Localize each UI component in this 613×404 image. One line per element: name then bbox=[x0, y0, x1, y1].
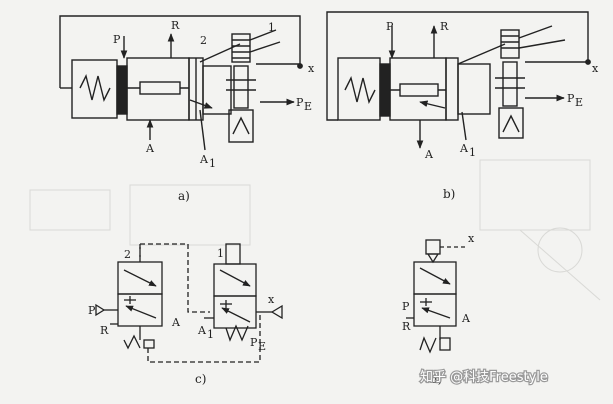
fig-a-port-pe-sub: E bbox=[304, 100, 312, 113]
feedback-pipe-a bbox=[59, 15, 301, 88]
fig-b-label-a1: A bbox=[459, 142, 469, 155]
fig-b-port-x: x bbox=[592, 62, 599, 75]
figure-d-labels: x P R A d) bbox=[402, 232, 475, 386]
fig-d-port-x: x bbox=[468, 232, 475, 245]
fig-c-caption: c) bbox=[195, 372, 206, 386]
fig-b-label-a1-sub: 1 bbox=[469, 146, 476, 159]
fig-c-port-pe-sub: E bbox=[258, 340, 266, 353]
fig-c-label-2: 2 bbox=[124, 248, 131, 261]
fig-a-label-a1: A bbox=[199, 153, 209, 166]
fig-c-label-1: 1 bbox=[217, 247, 224, 260]
fig-c-label-a1-sub: 1 bbox=[207, 328, 214, 341]
fig-a-label-2: 2 bbox=[200, 34, 207, 47]
watermark-text: 知乎 @科技Freestyle bbox=[420, 369, 548, 385]
figure-a-labels: P R 2 1 x A A 1 P E a) bbox=[113, 19, 315, 203]
fig-d-caption: d) bbox=[430, 372, 442, 386]
fig-a-port-p: P bbox=[113, 33, 121, 46]
fig-c-port-x: x bbox=[268, 293, 275, 306]
fig-c-port-a: A bbox=[171, 316, 181, 329]
fig-c-port-r: R bbox=[100, 324, 109, 337]
figure-c-labels: 2 1 P R A A 1 x P E c) bbox=[88, 247, 275, 386]
fig-a-label-a1-sub: 1 bbox=[209, 157, 216, 170]
fig-b-port-pe: P bbox=[567, 92, 575, 105]
fig-b-caption: b) bbox=[443, 187, 455, 201]
fig-a-port-pe: P bbox=[296, 96, 304, 109]
figure-a bbox=[59, 15, 303, 151]
fig-a-label-1: 1 bbox=[268, 21, 275, 34]
fig-d-port-p: P bbox=[402, 300, 410, 313]
fig-c-port-p: P bbox=[88, 304, 96, 317]
spring-a-left bbox=[79, 73, 111, 103]
fig-b-port-pe-sub: E bbox=[575, 96, 583, 109]
fig-b-port-r: R bbox=[440, 20, 449, 33]
fig-d-port-a: A bbox=[461, 312, 471, 325]
fig-b-port-a: A bbox=[424, 148, 434, 161]
fig-c-port-pe: P bbox=[250, 336, 258, 349]
figure-d bbox=[406, 239, 468, 354]
figure-b bbox=[326, 11, 591, 149]
feedback-pipe-b bbox=[326, 11, 589, 72]
fig-c-label-a1: A bbox=[197, 324, 207, 337]
fig-b-port-p: P bbox=[386, 20, 394, 33]
figure-b-labels: P R x A A 1 P E b) bbox=[386, 20, 599, 201]
scan-background-noise bbox=[29, 159, 601, 301]
fig-a-port-r: R bbox=[171, 19, 180, 32]
left-housing-b bbox=[337, 57, 381, 121]
fig-a-caption: a) bbox=[178, 189, 190, 203]
fig-a-port-a: A bbox=[145, 142, 155, 155]
figure-c bbox=[95, 243, 283, 363]
fig-d-port-r: R bbox=[402, 320, 411, 333]
fig-a-port-x: x bbox=[308, 62, 315, 75]
